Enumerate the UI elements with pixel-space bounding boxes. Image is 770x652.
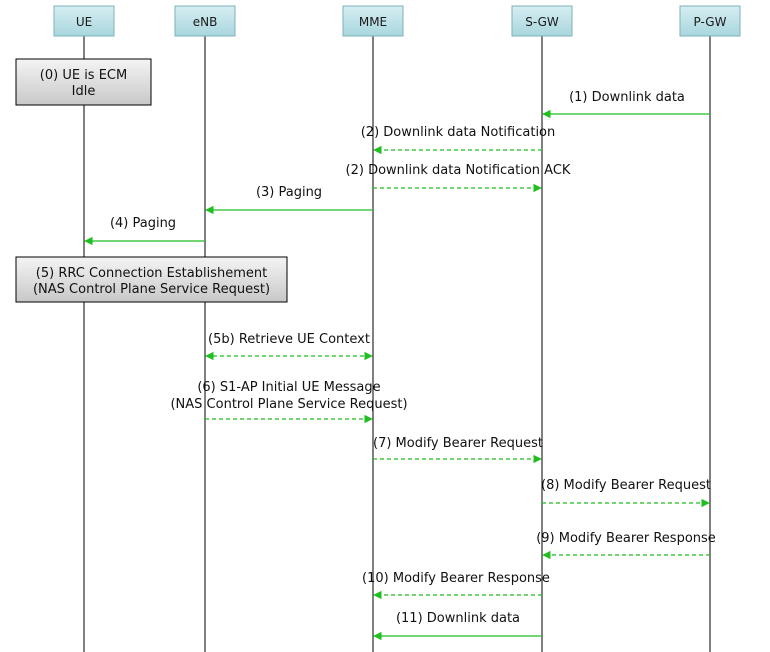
message-label-m6-1: (NAS Control Plane Service Request)	[170, 397, 407, 412]
note-n0	[15, 58, 152, 106]
message-label-m9: (9) Modify Bearer Response	[536, 531, 716, 546]
note-n5	[15, 256, 288, 303]
message-label-m6-0: (6) S1-AP Initial UE Message	[197, 380, 380, 395]
message-label-m1: (1) Downlink data	[569, 90, 685, 105]
lifelines	[83, 36, 711, 652]
lane-label-ue: UE	[76, 15, 92, 29]
message-label-m4: (4) Paging	[110, 216, 176, 231]
message-label-m10: (10) Modify Bearer Response	[362, 571, 550, 586]
lane-header-enb	[174, 5, 236, 37]
lane-header-sgw	[511, 5, 573, 37]
note-text-n0-0: (0) UE is ECM	[40, 68, 127, 83]
message-label-m11: (11) Downlink data	[396, 611, 520, 626]
lane-label-enb: eNB	[193, 15, 218, 29]
note-text-n5-1: (NAS Control Plane Service Request)	[33, 282, 270, 297]
lane-header-pgw	[679, 5, 741, 37]
lane-label-mme: MME	[359, 15, 387, 29]
note-text-n5-0: (5) RRC Connection Establishement	[36, 266, 267, 281]
message-label-m2: (2) Downlink data Notification	[361, 125, 556, 140]
lane-headers: UE eNB MME S-GW P-GW	[53, 5, 741, 37]
lane-label-sgw: S-GW	[525, 15, 559, 29]
message-label-m2b: (2) Downlink data Notification ACK	[346, 163, 571, 178]
lane-header-mme	[342, 5, 404, 37]
messages: (1) Downlink data (2) Downlink data Notif…	[84, 90, 716, 641]
note-text-n0-1: Idle	[72, 84, 96, 99]
message-label-m5b: (5b) Retrieve UE Context	[208, 332, 370, 347]
message-label-m8: (8) Modify Bearer Request	[541, 478, 711, 493]
lane-header-ue	[53, 5, 115, 37]
message-label-m3: (3) Paging	[256, 185, 322, 200]
lane-label-pgw: P-GW	[694, 15, 727, 29]
message-label-m7: (7) Modify Bearer Request	[373, 436, 543, 451]
